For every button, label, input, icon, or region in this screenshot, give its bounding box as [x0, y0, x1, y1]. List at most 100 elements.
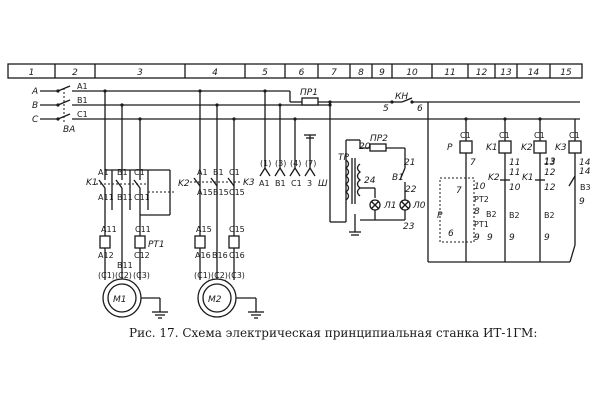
rung-4-number: 14 — [579, 158, 591, 168]
r3-term-12b: 12 — [544, 183, 556, 193]
plug-term-a1: A1 — [259, 179, 270, 188]
r4-term-14: 14 — [579, 167, 591, 177]
r2-contact-k2: K2 — [488, 173, 500, 183]
ruler-cell-4: 4 — [212, 68, 218, 78]
transformer-tr-label: ТР — [338, 153, 349, 163]
plug-code-1: (1) — [260, 159, 271, 168]
r3-contact-b2: B2 — [544, 211, 555, 220]
kn-term-5: 5 — [383, 104, 389, 114]
coil-c1-b: C1 — [499, 131, 510, 140]
motor-m1-branch: A1 B1 C1 K1 K2 A11 B11 C11 A11 C11 PT1 — [86, 89, 190, 319]
tr-term-20: 20 — [359, 142, 371, 152]
m2-upper-c15: C15 — [229, 225, 245, 234]
r1-term-6: 6 — [448, 229, 454, 239]
motor-m2-branch: A1 B1 C1 K3 A15 B15 C15 A15 C15 A16 B16 … — [190, 89, 264, 319]
contactor-k2-label: K2 — [178, 179, 190, 189]
coil-c1-d: C1 — [569, 131, 580, 140]
k1-term-a1: A1 — [98, 168, 109, 177]
fuse-pr1: ПР1 — [289, 88, 392, 107]
r3-term-13: 13 — [544, 157, 556, 167]
fuse-pr2-label: ПР2 — [370, 134, 388, 144]
k3-term-c15: C15 — [229, 188, 245, 197]
switch-out-b1: B1 — [77, 96, 88, 105]
coil-p-label: P — [447, 143, 453, 153]
r4-term-9: 9 — [579, 197, 585, 207]
r2-term-11: 11 — [509, 168, 520, 178]
m2-term-a16: A16 — [195, 251, 211, 260]
k1-term-c1: C1 — [134, 168, 145, 177]
m1-term-b11: B11 — [117, 261, 133, 270]
thermal-relay-pt1-label: PT1 — [148, 240, 165, 250]
ruler-cell-7: 7 — [331, 68, 337, 78]
phase-a-label: A — [31, 87, 38, 97]
k1-term-a11: A11 — [98, 193, 114, 202]
plug-term-b1: B1 — [275, 179, 286, 188]
coil-c1-c: C1 — [534, 131, 545, 140]
tr-term-21: 21 — [404, 158, 415, 168]
lamp-l1-label: Л1 — [383, 201, 397, 211]
k1-term-c11: C11 — [134, 193, 150, 202]
k3-term-b15: B15 — [213, 188, 229, 197]
switch-va-label: ВА — [63, 125, 75, 135]
m2-term-c16: C16 — [229, 251, 245, 260]
motor-m1-label: M1 — [113, 295, 127, 305]
r3-contact-k1: K1 — [522, 173, 534, 183]
coil-k3-label: K3 — [555, 143, 567, 153]
ruler-cell-6: 6 — [299, 68, 305, 78]
ruler-cell-15: 15 — [560, 68, 572, 78]
r1-term-8: 8 — [474, 207, 480, 217]
r1-contact-pt1: PT1 — [474, 220, 489, 229]
k3-term-a1: A1 — [197, 168, 208, 177]
ruler-cell-1: 1 — [29, 68, 35, 78]
m1-term-c1: (C1) — [98, 271, 115, 280]
r1-term-9b: 9 — [487, 233, 493, 243]
r3-term-12: 12 — [544, 168, 556, 178]
ruler-cell-3: 3 — [137, 68, 143, 78]
supply-lines: A B C ВА A1 B1 C1 — [31, 82, 580, 135]
rt1-term-a11: A11 — [101, 225, 117, 234]
r1-contact-p: P — [437, 211, 443, 221]
coil-k1-label: K1 — [486, 143, 498, 153]
kn-label: КН — [395, 92, 408, 102]
lamp-switch-b1-label: В1 — [392, 173, 404, 183]
r2-term-9: 9 — [509, 233, 515, 243]
r3-term-9: 9 — [544, 233, 550, 243]
plug-term-c1: C1 — [291, 179, 302, 188]
ruler-cell-14: 14 — [528, 68, 540, 78]
r1-term-9a: 9 — [474, 233, 480, 243]
ruler-cell-8: 8 — [358, 68, 364, 78]
r4-contact-b3: B3 — [580, 183, 591, 192]
contactor-k1-label: K1 — [86, 178, 98, 188]
rung-2-number: 11 — [509, 158, 520, 168]
tr-term-24: 24 — [364, 176, 376, 186]
lamp-l0-label: Л0 — [412, 201, 426, 211]
phase-b-label: B — [32, 101, 38, 111]
m1-term-c3: (C3) — [133, 271, 150, 280]
fuse-pr1-label: ПР1 — [300, 88, 318, 98]
k1-term-b11: B11 — [117, 193, 133, 202]
m2-term-b16: B16 — [212, 251, 228, 260]
rung-1-number: 7 — [470, 158, 476, 168]
k3-term-a15: A15 — [197, 188, 213, 197]
r1-term-7: 7 — [456, 186, 462, 196]
r2-term-10: 10 — [509, 183, 521, 193]
m1-term-c12: C12 — [134, 251, 150, 260]
m2-term-c1: (C1) — [194, 271, 211, 280]
ruler-cell-9: 9 — [379, 68, 385, 78]
plug-term-3: 3 — [307, 179, 312, 188]
tr-term-23: 23 — [403, 222, 415, 232]
figure-caption: Рис. 17. Схема электрическая принципиаль… — [129, 326, 537, 340]
switch-out-a1: A1 — [77, 82, 88, 91]
ruler-cell-11: 11 — [444, 68, 455, 78]
m1-term-c2: (C2) — [115, 271, 132, 280]
plug-code-4: (4) — [290, 159, 301, 168]
kn-term-6: 6 — [417, 104, 423, 114]
motor-m2-label: M2 — [208, 295, 222, 305]
r2-contact-b2: B2 — [509, 211, 520, 220]
m2-term-c2: (C2) — [211, 271, 228, 280]
coil-k2-label: K2 — [521, 143, 533, 153]
m2-upper-a15: A15 — [196, 225, 212, 234]
r1-contact-pt2: PT2 — [474, 195, 489, 204]
